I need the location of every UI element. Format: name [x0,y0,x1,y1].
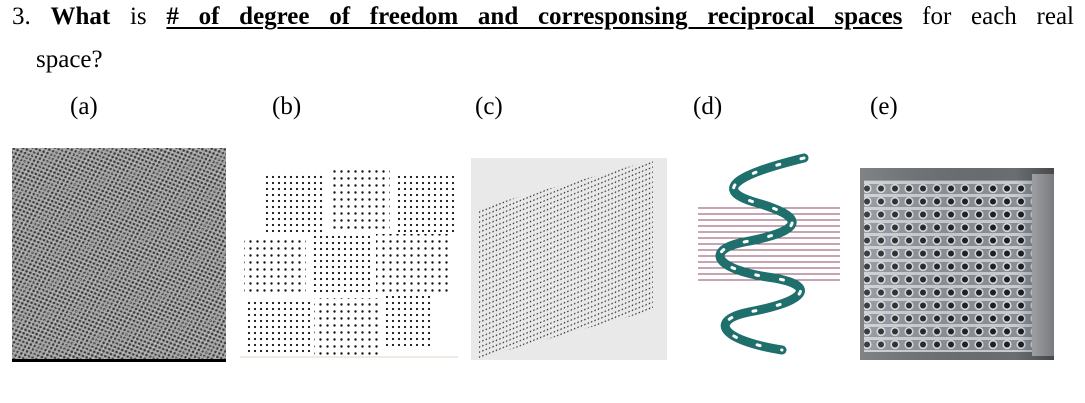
panel-c-image [471,158,667,360]
question-number: 3. [12,3,31,30]
panel-d-image [694,150,842,360]
panel-e-image [860,168,1054,360]
panel-b-image [240,168,458,358]
question-mid: is [129,3,147,30]
question-line-2: space? [36,46,103,73]
question-lead: What [50,3,111,30]
question-underlined: # of degree of freedom and corresponsing… [166,3,903,30]
label-a: (a) [70,93,98,120]
label-b: (b) [272,93,302,120]
label-c: (c) [475,93,503,120]
question-tail: for each real [922,3,1075,30]
label-e: (e) [870,93,898,120]
panel-a-image [12,148,226,362]
label-d: (d) [693,93,723,120]
question-line-1: 3. What is # of degree of freedom and co… [12,2,1074,32]
